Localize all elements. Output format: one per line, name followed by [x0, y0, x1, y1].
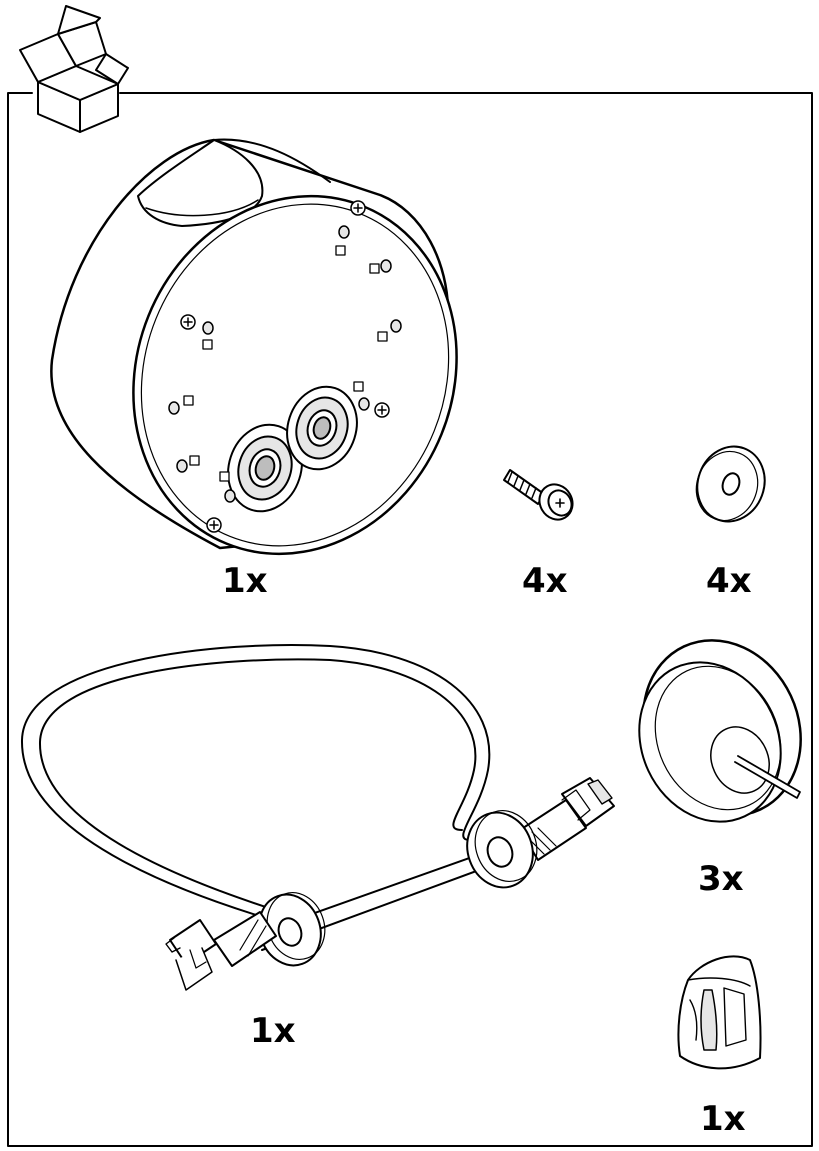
- grommet-icon: [638, 639, 802, 823]
- rj45-connector-right: [519, 777, 615, 861]
- cable-clip-icon: [677, 955, 762, 1070]
- cable-grommet-left: [258, 892, 326, 967]
- washer-icon: [695, 445, 766, 523]
- conduit-hole-left: [227, 423, 303, 513]
- quantity-label-washer: 4x: [706, 561, 752, 601]
- quantity-label-cable-clip: 1x: [700, 1099, 746, 1139]
- quantity-label-grommet: 3x: [698, 859, 744, 899]
- rj45-connector-left: [165, 911, 277, 991]
- cable-grommet-right: [466, 810, 538, 889]
- conduit-hole-right: [286, 385, 358, 471]
- quantity-label-cable: 1x: [250, 1011, 296, 1051]
- network-cable-icon: [20, 644, 615, 991]
- screw-icon: [503, 469, 574, 521]
- quantity-label-box: 1x: [222, 561, 268, 601]
- quantity-label-screw: 4x: [522, 561, 568, 601]
- package-icon: [19, 5, 129, 133]
- junction-box-icon: [50, 138, 458, 556]
- frame-border: [7, 92, 813, 1147]
